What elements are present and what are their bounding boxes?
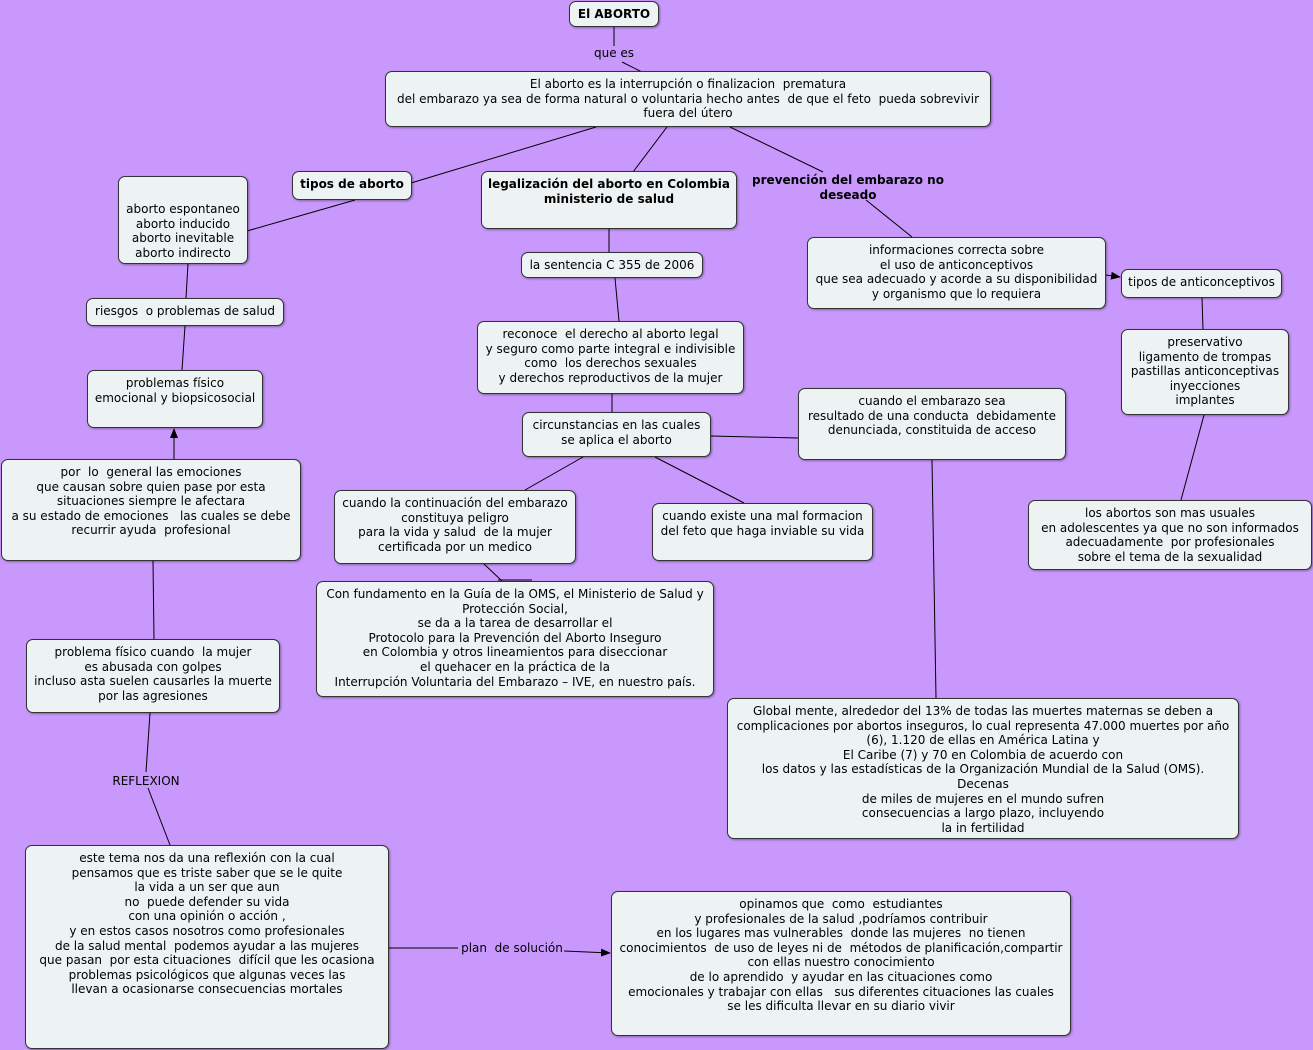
node-peligro[interactable]: cuando la continuación del embarazo cons… [334, 490, 576, 564]
link-fisico-reflexion [145, 712, 151, 773]
node-problema-fisico-text: problema físico cuando la mujer es abusa… [34, 645, 272, 703]
node-adolescentes-text: los abortos son mas usuales en adolescen… [1041, 506, 1299, 564]
node-reconoce[interactable]: reconoce el derecho al aborto legal y se… [477, 321, 744, 394]
link-tipos-list [246, 199, 356, 232]
label-reflexion: REFLEXION [112, 774, 180, 788]
node-anticonceptivos-list[interactable]: preservativo ligamento de trompas pastil… [1121, 329, 1289, 415]
node-emociones[interactable]: por lo general las emociones que causan … [1, 459, 301, 561]
node-legalizacion[interactable]: legalización del aborto en Colombia mini… [481, 171, 737, 229]
link-definition-tipos [410, 126, 597, 184]
link-tipos-antilist [1201, 297, 1204, 330]
node-tipos-list[interactable]: aborto espontaneo aborto inducido aborto… [118, 176, 248, 264]
node-global-text: Global mente, alrededor del 13% de todas… [736, 704, 1230, 835]
node-emociones-text: por lo general las emociones que causan … [11, 465, 291, 538]
node-violacion-text: cuando el embarazo sea resultado de una … [807, 394, 1056, 438]
link-info-tipos [1105, 271, 1121, 280]
node-opinamos-text: opinamos que como estudiantes y profesio… [619, 897, 1063, 1014]
link-que-es-definition [621, 61, 643, 73]
node-tipos-anticonceptivos-text: tipos de anticonceptivos [1128, 275, 1275, 289]
label-que-es: que es [593, 46, 635, 60]
node-peligro-text: cuando la continuación del embarazo cons… [342, 496, 568, 554]
node-tipos-list-text: aborto espontaneo aborto inducido aborto… [126, 202, 240, 260]
node-adolescentes[interactable]: los abortos son mas usuales en adolescen… [1028, 500, 1312, 570]
node-reflexion-text: este tema nos da una reflexión con la cu… [39, 851, 375, 997]
node-sentencia[interactable]: la sentencia C 355 de 2006 [521, 252, 703, 278]
link-circ-violacion [710, 435, 799, 439]
node-informaciones-text: informaciones correcta sobre el uso de a… [815, 243, 1098, 301]
node-reflexion[interactable]: este tema nos da una reflexión con la cu… [25, 845, 389, 1049]
node-problemas[interactable]: problemas físico emocional y biopsicosoc… [87, 370, 263, 428]
node-problemas-text: problemas físico emocional y biopsicosoc… [94, 376, 256, 405]
link-plan-opinamos [563, 948, 611, 957]
link-peligro-oms [483, 563, 503, 582]
link-reflexion-box [147, 787, 171, 846]
node-riesgos-text: riesgos o problemas de salud [95, 304, 275, 318]
link-definition-legalizacion [632, 126, 668, 173]
node-tipos-de-aborto[interactable]: tipos de aborto [292, 171, 412, 200]
node-anticonceptivos-list-text: preservativo ligamento de trompas pastil… [1130, 335, 1280, 408]
node-malformacion-text: cuando existe una mal formacion del feto… [660, 509, 865, 538]
node-definicion-text: El aborto es la interrupción o finalizac… [396, 77, 980, 121]
node-tipos-de-aborto-text: tipos de aborto [300, 177, 404, 191]
node-circunstancias-text: circunstancias en las cuales se aplica e… [532, 418, 701, 447]
node-riesgos[interactable]: riesgos o problemas de salud [86, 298, 284, 326]
link-definition-prevencion [729, 126, 824, 173]
label-plan-de-solucion: plan de solución [461, 941, 563, 955]
node-malformacion[interactable]: cuando existe una mal formacion del feto… [652, 503, 873, 561]
node-oms-text: Con fundamento en la Guía de la OMS, el … [326, 587, 704, 689]
node-oms[interactable]: Con fundamento en la Guía de la OMS, el … [316, 581, 714, 697]
link-sentencia-reconoce [614, 277, 620, 322]
node-informaciones[interactable]: informaciones correcta sobre el uso de a… [807, 237, 1106, 309]
node-sentencia-text: la sentencia C 355 de 2006 [529, 258, 695, 272]
node-reconoce-text: reconoce el derecho al aborto legal y se… [485, 327, 736, 385]
node-legalizacion-text: legalización del aborto en Colombia mini… [487, 177, 731, 206]
node-definicion[interactable]: El aborto es la interrupción o finalizac… [385, 71, 991, 127]
node-tipos-anticonceptivos[interactable]: tipos de anticonceptivos [1121, 269, 1282, 298]
node-problema-fisico[interactable]: problema físico cuando la mujer es abusa… [26, 639, 280, 713]
node-opinamos[interactable]: opinamos que como estudiantes y profesio… [611, 891, 1071, 1036]
link-circ-malformacion [654, 456, 745, 504]
link-prevencion-info [865, 199, 913, 238]
node-global[interactable]: Global mente, alrededor del 13% de todas… [727, 698, 1239, 839]
link-emociones-fisico [152, 560, 155, 640]
link-riesgos-problemas [181, 325, 186, 371]
node-circunstancias[interactable]: circunstancias en las cuales se aplica e… [522, 412, 711, 457]
node-violacion[interactable]: cuando el embarazo sea resultado de una … [798, 388, 1066, 460]
link-list-riesgos [185, 263, 189, 299]
node-el-aborto-text: El ABORTO [577, 7, 651, 21]
link-violacion-global [931, 459, 937, 699]
link-antilist-adolescentes [1180, 414, 1205, 501]
label-prevencion: prevención del embarazo no deseado [752, 173, 944, 202]
node-el-aborto[interactable]: El ABORTO [569, 1, 659, 27]
link-circ-peligro [524, 456, 584, 491]
